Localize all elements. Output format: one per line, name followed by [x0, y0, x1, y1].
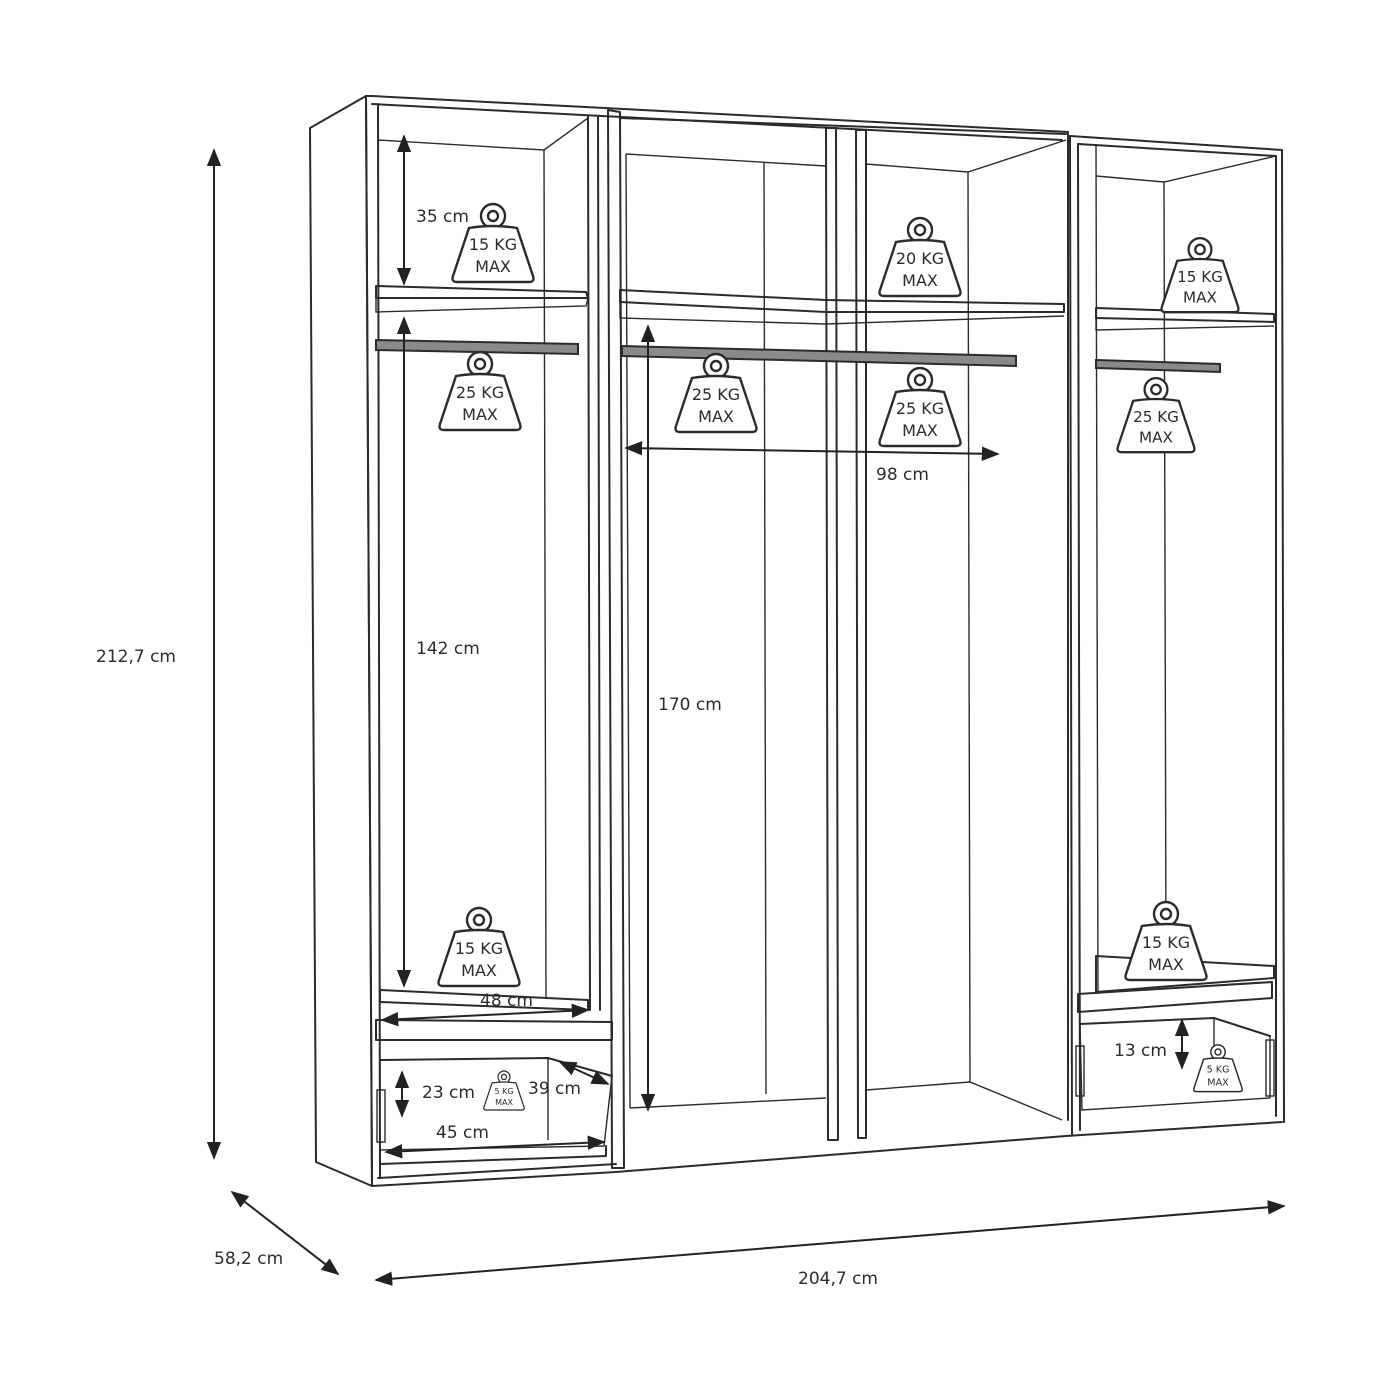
weight-body-icon: [437, 928, 521, 988]
left-hanging-height-label: 142 cm: [416, 639, 480, 659]
weight-unit: MAX: [1148, 955, 1184, 974]
weight-value: 25 KG: [456, 383, 504, 402]
weight-unit: MAX: [902, 421, 938, 440]
left-drawer-width-line: [384, 1135, 606, 1159]
weight-value: 20 KG: [896, 249, 944, 268]
weight-icon-left-rail: 25 KG MAX: [438, 350, 522, 432]
width-dimension-line: [374, 1200, 1286, 1286]
left-inner-width-label: 48 cm: [480, 991, 533, 1011]
dimension-lines: [206, 134, 1286, 1286]
depth-label: 58,2 cm: [214, 1249, 283, 1269]
bottom-panel: [371, 1121, 1283, 1187]
weight-body-icon: [1192, 1057, 1244, 1093]
left-top-shelf: [375, 285, 589, 299]
weight-unit: MAX: [475, 257, 511, 276]
hanging-rails: [375, 338, 1221, 374]
height-label: 212,7 cm: [96, 647, 176, 667]
weight-body-icon: [1160, 257, 1240, 314]
weight-value: 25 KG: [896, 399, 944, 418]
left-center-divider: [607, 109, 625, 1169]
weight-body-icon: [878, 238, 962, 298]
center-divider: [825, 127, 839, 1141]
weight-body-icon: [438, 372, 522, 432]
weight-body-icon: [674, 374, 758, 434]
right-drawer-front-top: [1077, 981, 1273, 1013]
weight-body-icon: [483, 1081, 525, 1111]
weight-value: 5 KG: [1207, 1064, 1230, 1075]
weight-value: 15 KG: [1142, 933, 1190, 952]
right-rail: [1095, 358, 1221, 374]
left-inner-back: [377, 117, 589, 151]
weight-unit: MAX: [495, 1098, 513, 1107]
weight-value: 25 KG: [1133, 408, 1179, 426]
weight-icon-right-top-shelf: 15 KG MAX: [1160, 236, 1240, 314]
width-label: 204,7 cm: [798, 1269, 878, 1289]
weight-icon-center-top-shelf: 20 KG MAX: [878, 216, 962, 298]
right-section-top: [1069, 135, 1285, 1123]
center-rail-width-label: 98 cm: [876, 465, 929, 485]
weight-unit: MAX: [1183, 289, 1217, 307]
weight-icon-left-bottom-shelf: 15 KG MAX: [437, 906, 521, 988]
dimension-labels: 212,7 cm 58,2 cm 204,7 cm 35 cm 142 cm 4…: [96, 207, 1167, 1289]
left-side-panel: [309, 95, 373, 1187]
weight-value: 5 KG: [494, 1087, 513, 1096]
weight-icon-left-drawer: 5 KG MAX: [483, 1070, 525, 1111]
left-drawer-height-label: 23 cm: [422, 1083, 475, 1103]
weight-unit: MAX: [462, 405, 498, 424]
left-drawer-width-label: 45 cm: [436, 1123, 489, 1143]
weight-unit: MAX: [902, 271, 938, 290]
left-inner-width-line: [380, 1003, 590, 1027]
weight-value: 15 KG: [455, 939, 503, 958]
weight-body-icon: [878, 388, 962, 448]
left-drawer-depth-label: 39 cm: [528, 1079, 581, 1099]
right-drawer-box: [1079, 1017, 1271, 1037]
center-top-shelf: [619, 289, 1065, 313]
left-drawer-box: [379, 1057, 613, 1077]
weight-body-icon: [1116, 397, 1196, 454]
weight-icon-right-drawer: 5 KG MAX: [1192, 1044, 1244, 1093]
weight-unit: MAX: [698, 407, 734, 426]
top-panel: [371, 95, 1069, 1121]
weight-icon-center-rail-right: 25 KG MAX: [878, 366, 962, 448]
weight-icon-right-bottom-shelf: 15 KG MAX: [1124, 900, 1208, 982]
weight-icon-center-rail-left: 25 KG MAX: [674, 352, 758, 434]
weight-value: 15 KG: [1177, 268, 1223, 286]
weight-value: 25 KG: [692, 385, 740, 404]
weight-value: 15 KG: [469, 235, 517, 254]
weight-icon-left-top-shelf: 15 KG MAX: [451, 202, 535, 284]
right-drawer-height-label: 13 cm: [1114, 1041, 1167, 1061]
depth-dimension-line: [230, 1190, 340, 1276]
weight-unit: MAX: [1207, 1078, 1229, 1089]
center-rail-width-line: [624, 441, 1000, 461]
left-rail: [375, 338, 579, 356]
weight-body-icon: [1124, 922, 1208, 982]
weight-icon-right-rail: 25 KG MAX: [1116, 376, 1196, 454]
left-shelf-height-label: 35 cm: [416, 207, 469, 227]
right-bottom-shelf: [1095, 955, 1275, 993]
weight-unit: MAX: [1139, 429, 1173, 447]
weight-unit: MAX: [461, 961, 497, 980]
center-hanging-height-label: 170 cm: [658, 695, 722, 715]
center-rail: [621, 344, 1017, 368]
left-drawer-front-top: [375, 1019, 613, 1041]
weight-body-icon: [451, 224, 535, 284]
left-drawer-depth-line: [558, 1061, 610, 1085]
